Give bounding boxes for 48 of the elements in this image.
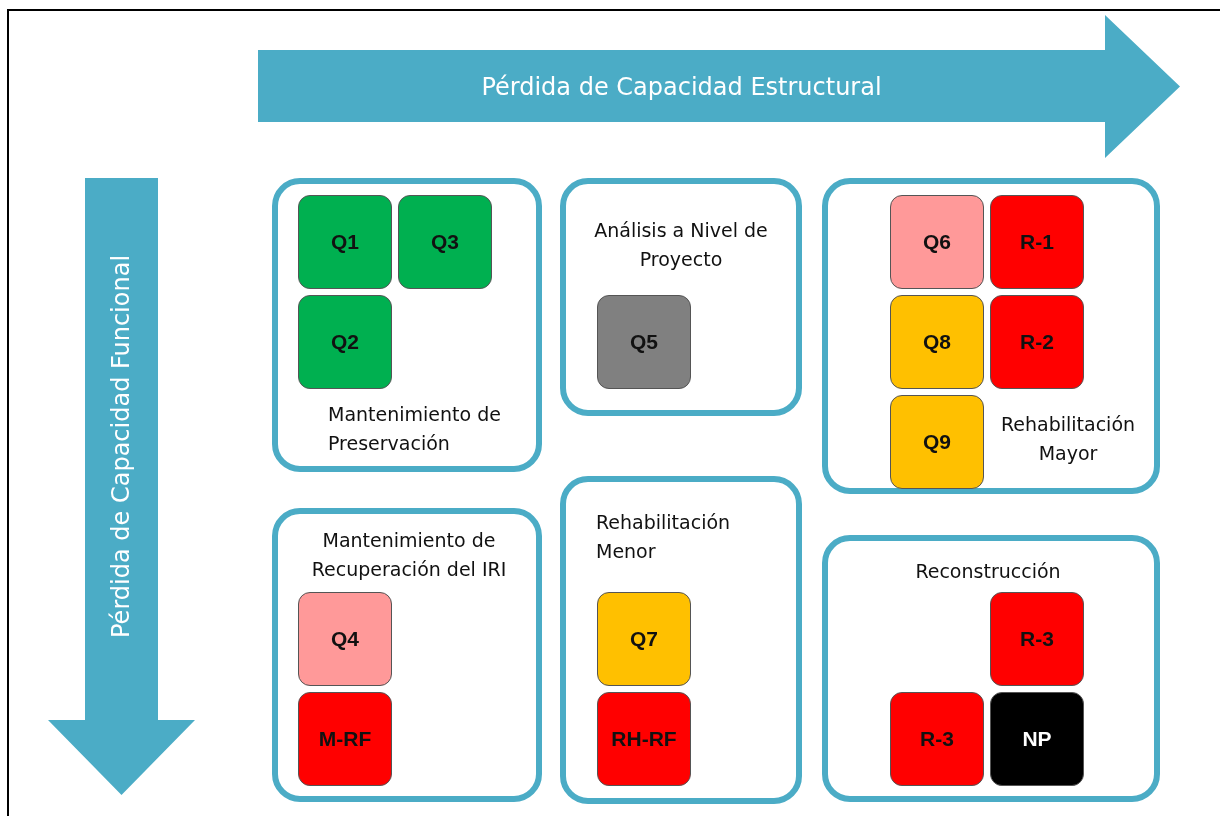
box-label: Q2 [331,330,359,354]
group-title: Análisis a Nivel de Proyecto [593,218,769,272]
status-box [597,692,691,786]
status-box [890,195,984,289]
group-panel [822,535,1160,802]
box-label: Q3 [431,230,459,254]
box-label: Q8 [923,330,951,354]
group-panel [272,508,542,802]
axis-arrow [258,15,1180,158]
box-label: M-RF [318,727,372,751]
status-box [990,295,1084,389]
status-box [597,295,691,389]
status-box [298,195,392,289]
box-label: Q1 [331,230,359,254]
box-label: R-3 [1020,627,1054,651]
axis-label: Pérdida de Capacidad Estructural [480,72,883,102]
group-panel [560,178,802,416]
group-title: Mantenimiento de Recuperación del IRI [310,528,508,582]
group-title: Rehabilitación Menor [596,510,732,564]
box-label: NP [1022,727,1052,751]
group-title: Reconstrucción [914,559,1062,584]
box-label: Q6 [923,230,951,254]
status-box [990,195,1084,289]
box-label: Q9 [923,430,951,454]
box-label: R-3 [920,727,954,751]
box-label: RH-RF [611,727,677,751]
status-box [298,592,392,686]
status-box [890,295,984,389]
group-panel [560,476,802,804]
box-label: Q5 [630,330,658,354]
status-box [298,295,392,389]
status-box [597,592,691,686]
box-label: R-1 [1020,230,1054,254]
status-box [890,692,984,786]
status-box [398,195,492,289]
box-label: Q4 [331,627,359,651]
box-label: Q7 [630,627,658,651]
group-panel [272,178,542,472]
group-panel [822,178,1160,494]
group-title: Rehabilitación Mayor [999,412,1137,466]
group-title: Mantenimiento de Preservación [328,402,502,456]
axis-arrow [48,178,195,795]
status-box [990,592,1084,686]
box-label: R-2 [1020,330,1054,354]
status-box [298,692,392,786]
status-box [890,395,984,489]
status-box [990,692,1084,786]
axis-label: Pérdida de Capacidad Funcional [106,258,136,638]
